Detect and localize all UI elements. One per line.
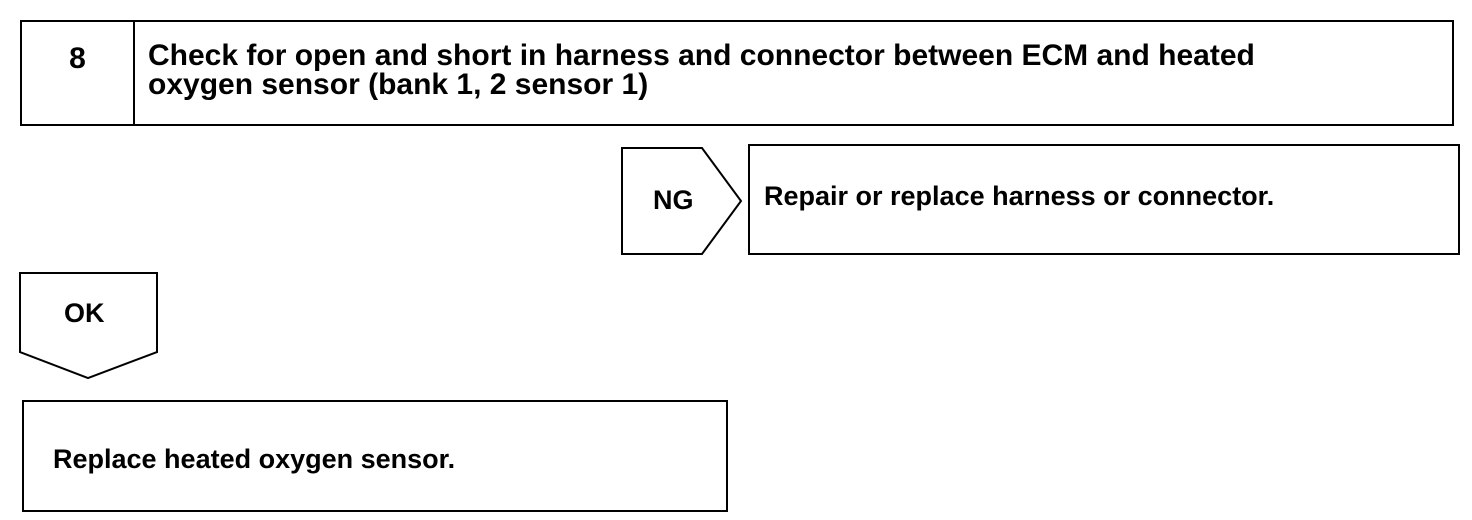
step-title-line-2: oxygen sensor (bank 1, 2 sensor 1) [148,68,649,101]
ng-arrow-shape [621,147,743,255]
check-step-box: 8 Check for open and short in harness an… [20,20,1454,126]
ok-action-text: Replace heated oxygen sensor. [53,443,456,474]
ok-action-box: Replace heated oxygen sensor. [22,400,728,512]
ng-action-text: Repair or replace harness or connector. [764,181,1275,211]
ng-label: NG [653,185,694,215]
ok-label: OK [64,298,105,328]
step-number: 8 [22,22,135,124]
step-title-line-1: Check for open and short in harness and … [148,39,1255,72]
step-title: Check for open and short in harness and … [135,22,1452,124]
ng-action-box: Repair or replace harness or connector. [748,144,1460,255]
ok-arrow-shape [19,272,158,380]
